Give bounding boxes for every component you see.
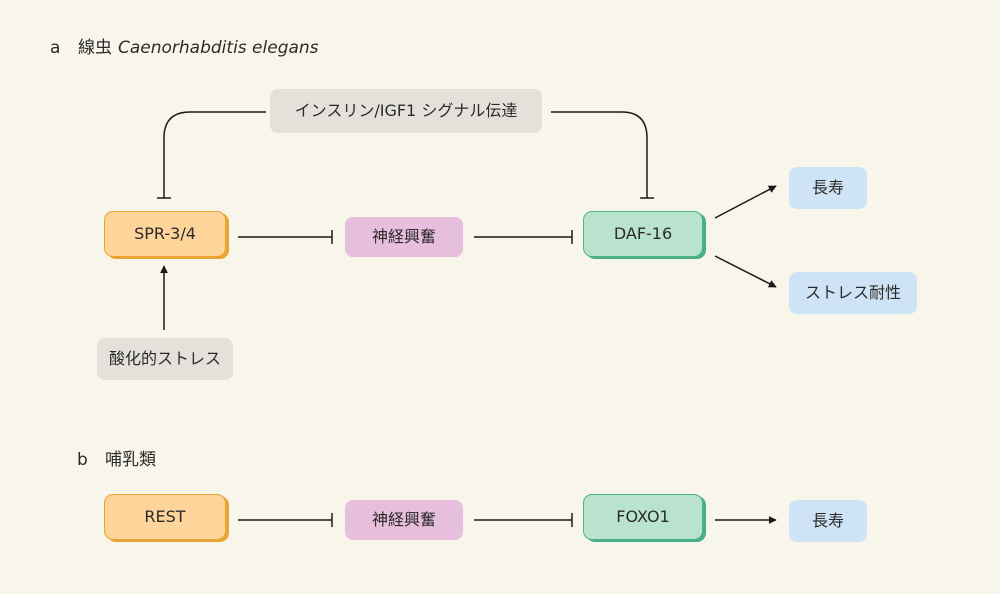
- longevity-label-a: 長寿: [811, 178, 844, 197]
- daf16-to-stress-arrow: [714, 255, 777, 288]
- rest-label: REST: [144, 507, 186, 526]
- rest-box: REST: [104, 494, 226, 540]
- neural-excitation-label-a: 神経興奮: [371, 227, 436, 246]
- section-a-title-jp: 線虫: [78, 38, 112, 58]
- longevity-label-b: 長寿: [811, 511, 844, 530]
- foxo1-label: FOXO1: [616, 507, 670, 526]
- section-a-title: a 線虫 Caenorhabditis elegans: [50, 38, 319, 58]
- neural-excitation-box-a: 神経興奮: [345, 217, 463, 257]
- section-b-title-jp: 哺乳類: [105, 450, 156, 470]
- stress-resistance-label: ストレス耐性: [804, 283, 901, 302]
- section-b-title: b 哺乳類: [77, 450, 156, 470]
- stress-resistance-box: ストレス耐性: [789, 272, 917, 314]
- spr-3-4-box: SPR-3/4: [104, 211, 226, 257]
- longevity-box-b: 長寿: [789, 500, 867, 542]
- longevity-box-a: 長寿: [789, 167, 867, 209]
- spr-3-4-label: SPR-3/4: [134, 224, 196, 243]
- section-b-letter: b: [77, 450, 88, 470]
- section-a-letter: a: [50, 38, 61, 58]
- foxo1-box: FOXO1: [583, 494, 703, 540]
- neural-excitation-label-b: 神経興奮: [371, 510, 436, 529]
- daf-16-label: DAF-16: [613, 224, 673, 243]
- section-a-title-latin: Caenorhabditis elegans: [118, 38, 319, 58]
- insulin-igf1-signaling-box: インスリン/IGF1 シグナル伝達: [270, 89, 542, 133]
- oxidative-stress-label: 酸化的ストレス: [108, 349, 221, 368]
- neural-excitation-box-b: 神経興奮: [345, 500, 463, 540]
- daf-16-box: DAF-16: [583, 211, 703, 257]
- oxidative-stress-box: 酸化的ストレス: [97, 338, 233, 380]
- insulin-igf1-signaling-label: インスリン/IGF1 シグナル伝達: [294, 101, 518, 120]
- daf16-to-longevity-arrow: [714, 185, 777, 219]
- igf1-to-daf16-inhibition: [551, 111, 648, 198]
- igf1-to-spr-inhibition: [163, 111, 266, 198]
